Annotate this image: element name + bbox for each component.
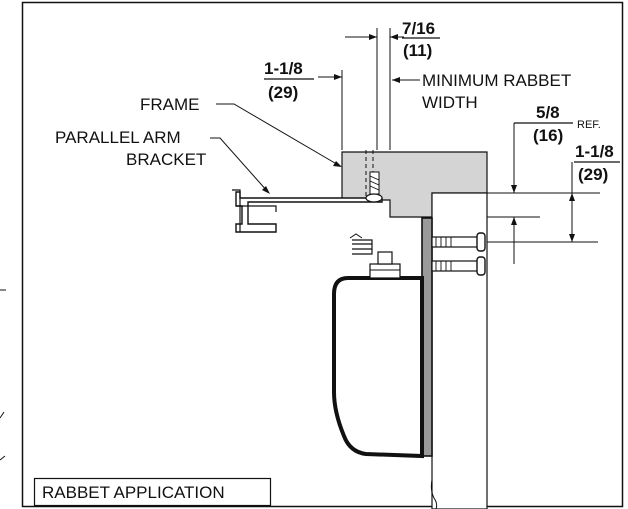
bracket-lip bbox=[236, 205, 277, 212]
closer-spindle bbox=[377, 251, 393, 265]
label-min-rabbet-line2: WIDTH bbox=[422, 93, 478, 112]
dim-screw-offset-mm: (29) bbox=[578, 165, 608, 184]
label-ref: REF. bbox=[577, 119, 601, 131]
min-rabbet-arrowhead bbox=[392, 77, 400, 83]
margin-mark bbox=[0, 411, 5, 419]
closer-spindle-base bbox=[369, 263, 401, 279]
bracket-inner-line bbox=[232, 189, 241, 232]
label-frame: FRAME bbox=[140, 95, 200, 114]
diagram-title: RABBET APPLICATION bbox=[42, 483, 225, 502]
frame-leader bbox=[216, 103, 341, 167]
closer-spindle-nut bbox=[352, 239, 373, 255]
dim-frame-offset-mm: (29) bbox=[268, 83, 298, 102]
mounting-screw-upper bbox=[431, 232, 486, 252]
door-break-line bbox=[430, 479, 438, 509]
title-box bbox=[33, 477, 272, 507]
frame-leader-arrowhead bbox=[333, 161, 342, 167]
screw-offset-arrowhead-bottom bbox=[569, 234, 575, 242]
ref-dim-arrowhead-top bbox=[511, 185, 517, 193]
dim-rabbet-width-in: 7/16 bbox=[402, 19, 435, 38]
mounting-screw-lower bbox=[431, 256, 486, 276]
diagram-border bbox=[21, 1, 624, 508]
door-closer-body bbox=[332, 276, 424, 459]
dim-screw-offset-in: 1-1/8 bbox=[575, 142, 614, 161]
dim-ref-in: 5/8 bbox=[536, 103, 560, 122]
margin-mark bbox=[0, 455, 6, 461]
label-parallel-arm-line2: BRACKET bbox=[126, 150, 206, 169]
dim-frame-offset-in: 1-1/8 bbox=[264, 59, 303, 78]
parallel-arm-bracket bbox=[235, 191, 383, 233]
ref-dim-arrowhead-bottom bbox=[511, 217, 517, 225]
label-min-rabbet-line1: MINIMUM RABBET bbox=[422, 71, 571, 90]
dim-rabbet-width-mm: (11) bbox=[403, 41, 432, 60]
screw-offset-arrowhead-top bbox=[569, 193, 575, 201]
label-parallel-arm-line1: PARALLEL ARM bbox=[55, 128, 181, 147]
closer-spindle-top bbox=[349, 233, 363, 239]
parallel-arm-leader-arrowhead bbox=[262, 186, 270, 194]
frame-offset-arrowhead bbox=[334, 74, 342, 80]
parallel-arm-leader bbox=[210, 137, 269, 193]
frame-screw-thread bbox=[369, 175, 380, 191]
bracket-screw-head bbox=[365, 193, 383, 203]
dim-ref-mm: (16) bbox=[533, 126, 563, 145]
rabbet-width-arrowhead-left bbox=[369, 34, 377, 40]
rabbet-width-arrowhead-right bbox=[390, 34, 398, 40]
